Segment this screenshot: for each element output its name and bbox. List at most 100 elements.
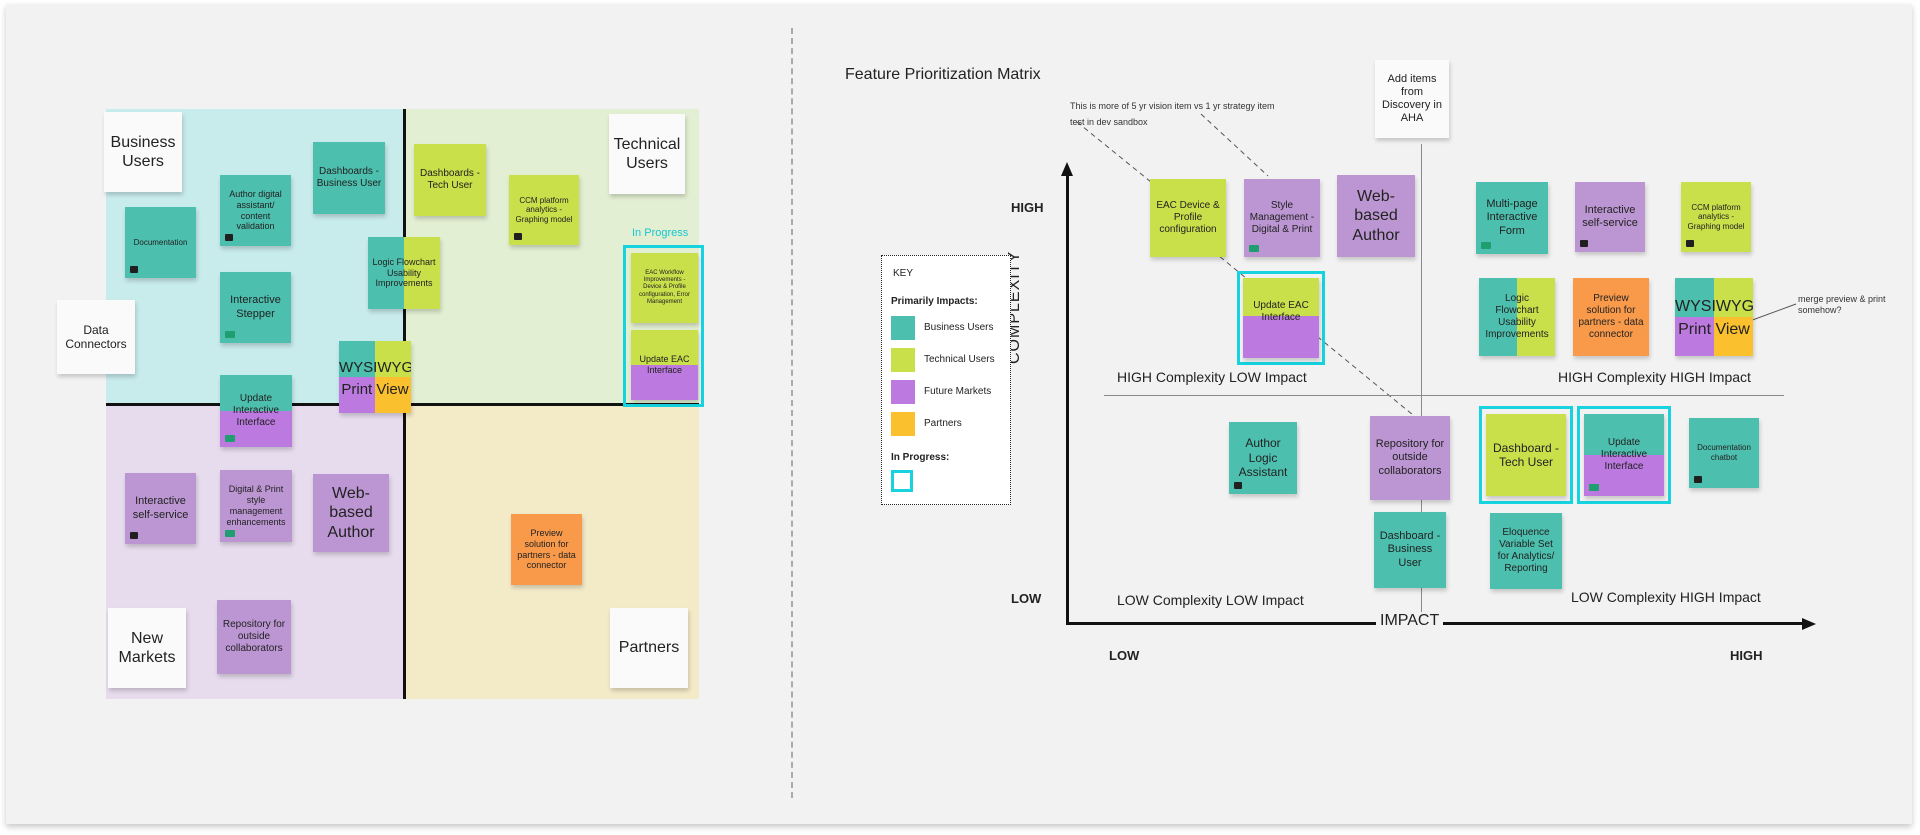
sticky-interactive-self-service[interactable]: Interactive self-service [125,473,196,544]
sticky-wysiwyg-print-view[interactable]: WYSIWYG Print View [339,341,411,413]
jira-icon [514,233,522,240]
sticky-interactive-stepper[interactable]: Interactive Stepper [220,272,291,343]
sticky-dashboards-tech-user[interactable]: Dashboards - Tech User [414,144,486,216]
sticky-update-eac-interface-left-label: Update EAC Interface [631,330,698,400]
status-icon [225,435,235,442]
sticky-update-eac-interface-right-label: Update EAC Interface [1243,278,1319,358]
sticky-ccm-platform-analytics-text: CCM platform analytics - Graphing model [515,195,573,224]
sticky-update-eac-interface-right-top [1243,278,1319,317]
sticky-dashboard-business-user[interactable]: Dashboard - Business User [1374,512,1446,588]
x-high-label: HIGH [1730,648,1763,663]
sticky-update-interactive-interface-top [220,375,292,411]
jira-icon [130,266,138,273]
sticky-ccm-platform-analytics-right-text: CCM platform analytics - Graphing model [1687,202,1745,231]
note-test-sandbox[interactable]: test in dev sandbox [1070,117,1148,127]
jira-icon [1686,240,1694,247]
in-progress-frame[interactable] [623,245,704,407]
label-in-progress: In Progress [632,227,689,239]
status-icon [225,530,235,537]
sticky-dashboard-tech-user[interactable]: Dashboard - Tech User [1486,414,1566,496]
key-in-progress-swatch [891,470,913,492]
in-progress-frame-dashboard[interactable] [1479,406,1573,504]
key-label-business: Business Users [924,322,994,333]
label-new-markets-text: New Markets [118,629,176,666]
status-icon [1481,242,1491,249]
sticky-logic-flowchart-right-half [404,237,440,309]
impact-axis-label: IMPACT [1376,612,1444,630]
sticky-update-interactive-interface[interactable]: Update Interactive Interface [220,375,292,447]
sticky-logic-flowchart-text: Logic Flowchart Usability Improvements [372,256,436,289]
sticky-interactive-self-service-right[interactable]: Interactive self-service [1575,182,1645,252]
sticky-interactive-stepper-text: Interactive Stepper [230,294,281,320]
label-technical-users[interactable]: Technical Users [609,114,685,194]
sticky-dashboards-business-user-text: Dashboards - Business User [316,166,382,189]
key-label-technical: Technical Users [924,354,995,365]
wysiwyg-bottom-text: Print View [341,381,409,398]
label-partners[interactable]: Partners [610,608,688,688]
sticky-multi-page-form-text: Multi-page Interactive Form [1486,198,1538,237]
whiteboard[interactable]: Business Users Technical Users New Marke… [6,4,1912,824]
sticky-interactive-self-service-text: Interactive self-service [132,495,189,521]
sticky-documentation-text: Documentation [133,237,188,247]
label-business-users[interactable]: Business Users [104,112,182,192]
key-primarily: Primarily Impacts: [891,296,978,307]
sticky-eac-device-profile[interactable]: EAC Device & Profile configuration [1150,179,1226,257]
sticky-preview-solution-right[interactable]: Preview solution for partners - data con… [1573,278,1649,356]
sticky-logic-flowchart-right-left-half [1479,278,1517,356]
x-low-label: LOW [1109,648,1140,663]
sticky-repository-outside-left-text: Repository for outside collaborators [222,619,286,654]
sticky-preview-solution-left[interactable]: Preview solution for partners - data con… [511,514,582,585]
complexity-axis [1066,174,1069,624]
board-divider [791,28,793,798]
sticky-ccm-platform-analytics[interactable]: CCM platform analytics - Graphing model [509,175,579,245]
note-merge[interactable]: merge preview & print somehow? [1798,294,1886,316]
sticky-eac-workflow[interactable]: EAC Workflow Improvements - Device & Pro… [631,253,698,323]
sticky-update-interactive-interface-text: Update Interactive Interface [232,393,280,428]
sticky-update-interactive-interface-right[interactable]: Update Interactive Interface [1584,414,1664,496]
in-progress-frame-interactive[interactable] [1577,406,1671,504]
complexity-axis-arrow [1061,162,1073,176]
wysiwyg-right-purple [1675,317,1714,356]
note-vision[interactable]: This is more of 5 yr vision item vs 1 yr… [1070,101,1275,111]
matrix-title: Feature Prioritization Matrix [845,66,1041,83]
sticky-style-management[interactable]: Style Management - Digital & Print [1244,179,1320,257]
sticky-update-interactive-interface-label: Update Interactive Interface [220,375,292,447]
sticky-repository-outside-right[interactable]: Repository for outside collaborators [1370,416,1450,500]
sticky-web-based-author-right[interactable]: Web-based Author [1337,175,1415,257]
y-low-label: LOW [1011,591,1042,606]
label-data-connectors[interactable]: Data Connectors [57,300,135,374]
wysiwyg-right-bottom-text: Print View [1678,321,1750,338]
sticky-wysiwyg-print-view-right[interactable]: WYSIWYG Print View [1675,278,1753,356]
sticky-update-interactive-interface-right-label: Update Interactive Interface [1584,414,1664,496]
jira-icon [1580,240,1588,247]
sticky-dashboards-business-user[interactable]: Dashboards - Business User [313,142,385,214]
label-business-users-text: Business Users [110,133,176,170]
sticky-repository-outside-left[interactable]: Repository for outside collaborators [217,600,291,674]
sticky-digital-print-style[interactable]: Digital & Print style management enhance… [220,470,292,542]
sticky-documentation[interactable]: Documentation [125,207,196,278]
wysiwyg-right-lime [1714,278,1753,317]
label-new-markets[interactable]: New Markets [108,608,186,688]
sticky-logic-flowchart-right[interactable]: Logic Flowchart Usability Improvements [1479,278,1555,356]
wysiwyg-yellow [375,377,411,413]
sticky-logic-flowchart[interactable]: Logic Flowchart Usability Improvements [368,237,440,309]
sticky-ccm-platform-analytics-right[interactable]: CCM platform analytics - Graphing model [1681,182,1751,252]
sticky-author-logic-assistant[interactable]: Author Logic Assistant [1229,422,1297,494]
sticky-documentation-chatbot[interactable]: Documentation chatbot [1689,418,1759,488]
in-progress-frame-eac[interactable] [1237,271,1325,365]
sticky-web-based-author-left[interactable]: Web-based Author [313,474,389,552]
sticky-update-eac-interface-left[interactable]: Update EAC Interface [631,330,698,400]
sticky-multi-page-form[interactable]: Multi-page Interactive Form [1476,182,1548,254]
key-title: KEY [893,268,914,279]
legend-key[interactable]: KEY Primarily Impacts: Business Users Te… [881,255,1011,505]
sticky-update-eac-interface-right[interactable]: Update EAC Interface [1243,278,1319,358]
status-icon [1589,484,1599,491]
label-technical-users-text: Technical Users [613,135,681,172]
sticky-eloquence-variable-set-text: Eloquence Variable Set for Analytics/ Re… [1497,527,1555,574]
sticky-author-digital-assistant[interactable]: Author digital assistant/ content valida… [220,175,291,246]
sticky-interactive-self-service-right-text: Interactive self-service [1582,203,1638,229]
key-swatch-technical [891,348,915,372]
quadrant-high-complexity-high-impact: HIGH Complexity HIGH Impact [1558,369,1751,385]
note-add-items[interactable]: Add items from Discovery in AHA [1375,60,1449,138]
sticky-eloquence-variable-set[interactable]: Eloquence Variable Set for Analytics/ Re… [1490,513,1562,589]
